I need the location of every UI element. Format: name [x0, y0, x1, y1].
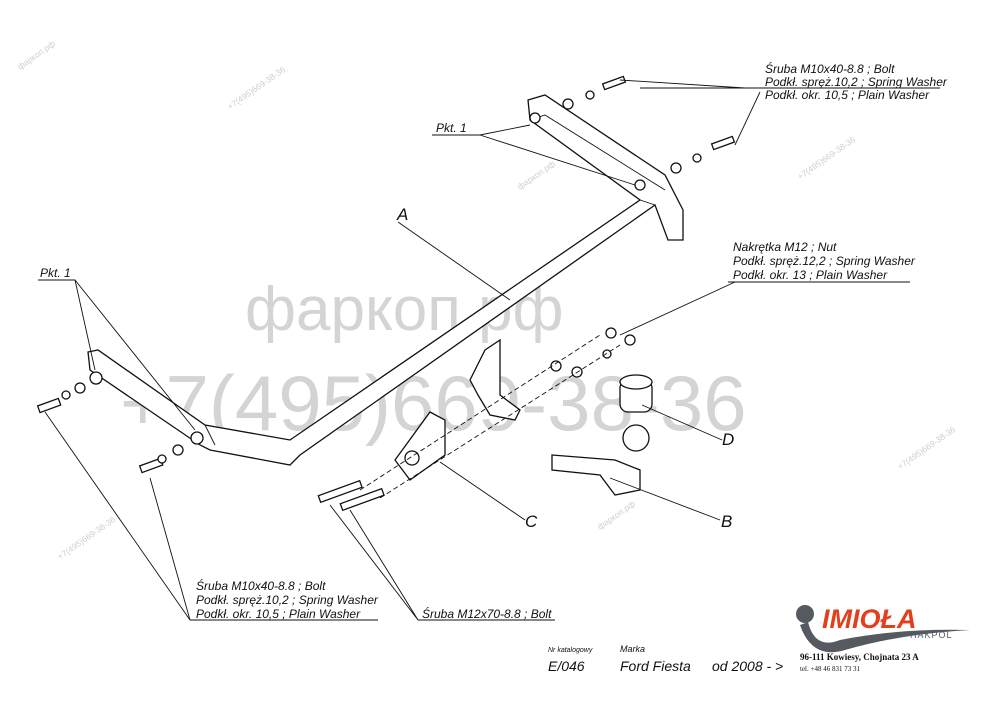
mount-bracket	[469, 338, 521, 421]
part-b-label: B	[721, 512, 732, 531]
svg-text:IMIOŁA: IMIOŁA	[822, 604, 917, 634]
svg-text:фаркоп.рф: фаркоп.рф	[15, 38, 57, 71]
catalog-label: Nr katalogowy	[548, 647, 593, 654]
address: 96-111 Kowiesy, Chojnata 23 A	[800, 652, 919, 662]
brand-value: Ford Fiesta	[620, 658, 691, 674]
callout-m12-bolt: Śruba M12x70-8.8 ; Bolt	[422, 606, 552, 621]
phone: tel. +48 46 831 73 31	[800, 665, 860, 673]
callout-bolt-tr-1: Śruba M10x40-8.8 ; Bolt	[765, 61, 895, 76]
pkt1-top-label: Pkt. 1	[436, 121, 467, 135]
catalog-number: E/046	[548, 658, 585, 674]
ball-cap-part-d	[619, 374, 653, 413]
callout-bolt-tr-3: Podkł. okr. 10,5 ; Plain Washer	[765, 88, 930, 102]
fasteners	[36, 75, 736, 512]
imiola-logo: IMIOŁA HAKPOL	[796, 604, 970, 653]
svg-text:фаркоп.рф: фаркоп.рф	[595, 498, 637, 531]
part-a-label: A	[396, 205, 408, 224]
crossbeam-part-a	[87, 94, 684, 466]
ball-bar-part-b	[551, 454, 641, 496]
years-value: od 2008 - >	[712, 658, 783, 674]
svg-text:+7(495)669-38-36: +7(495)669-38-36	[225, 64, 287, 112]
callout-nut-1: Nakrętka M12 ; Nut	[733, 240, 837, 254]
callout-nut-3: Podkł. okr. 13 ; Plain Washer	[733, 268, 888, 282]
pkt1-left-label: Pkt. 1	[40, 266, 71, 280]
svg-text:+7(495)669-38-36: +7(495)669-38-36	[55, 514, 117, 562]
callout-bolt-bl-2: Podkł. spręż.10,2 ; Spring Washer	[196, 593, 379, 607]
svg-text:+7(495)669-38-36: +7(495)669-38-36	[795, 134, 857, 182]
callout-bolt-bl-1: Śruba M10x40-8.8 ; Bolt	[196, 578, 326, 593]
svg-text:+7(495)669-38-36: +7(495)669-38-36	[895, 424, 957, 472]
svg-text:фаркоп.рф: фаркоп.рф	[515, 158, 557, 191]
svg-text:HAKPOL: HAKPOL	[910, 630, 953, 640]
leader-lines	[38, 79, 940, 621]
callout-nut-2: Podkł. spręż.12,2 ; Spring Washer	[733, 254, 916, 268]
callout-bolt-tr-2: Podkł. spręż.10,2 ; Spring Washer	[765, 75, 948, 89]
brand-label: Marka	[620, 644, 645, 654]
part-d-label: D	[722, 430, 734, 449]
callout-bolt-bl-3: Podkł. okr. 10,5 ; Plain Washer	[196, 607, 361, 621]
watermark-site: фаркоп.рф	[245, 275, 564, 344]
part-c-label: C	[525, 512, 538, 531]
